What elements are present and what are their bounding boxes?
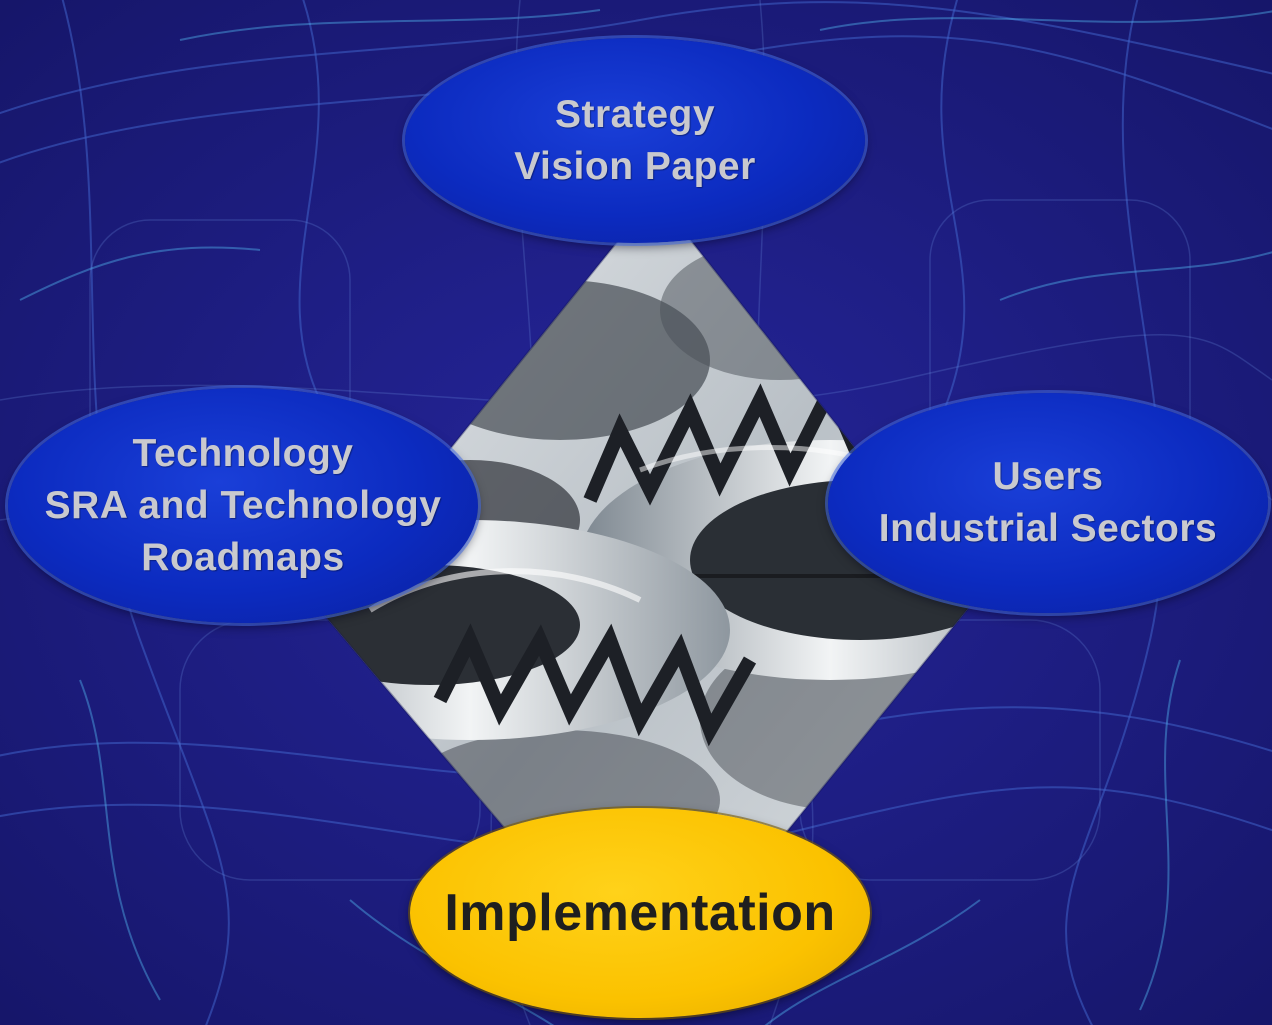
strategy-label: Strategy <box>554 92 716 136</box>
technology-sublabel-1: SRA and Technology <box>44 483 442 527</box>
implementation-label: Implementation <box>444 884 836 942</box>
strategy-sublabel: Vision Paper <box>514 144 756 188</box>
technology-sublabel-2: Roadmaps <box>141 535 345 579</box>
implementation-node: Implementation <box>410 808 870 1018</box>
technology-node: Technology SRA and Technology Roadmaps <box>8 388 478 623</box>
users-node: Users Industrial Sectors <box>828 393 1268 613</box>
technology-label: Technology <box>132 431 354 475</box>
strategy-node: Strategy Vision Paper <box>405 38 865 243</box>
users-sublabel: Industrial Sectors <box>878 507 1218 550</box>
users-label: Users <box>992 455 1104 498</box>
